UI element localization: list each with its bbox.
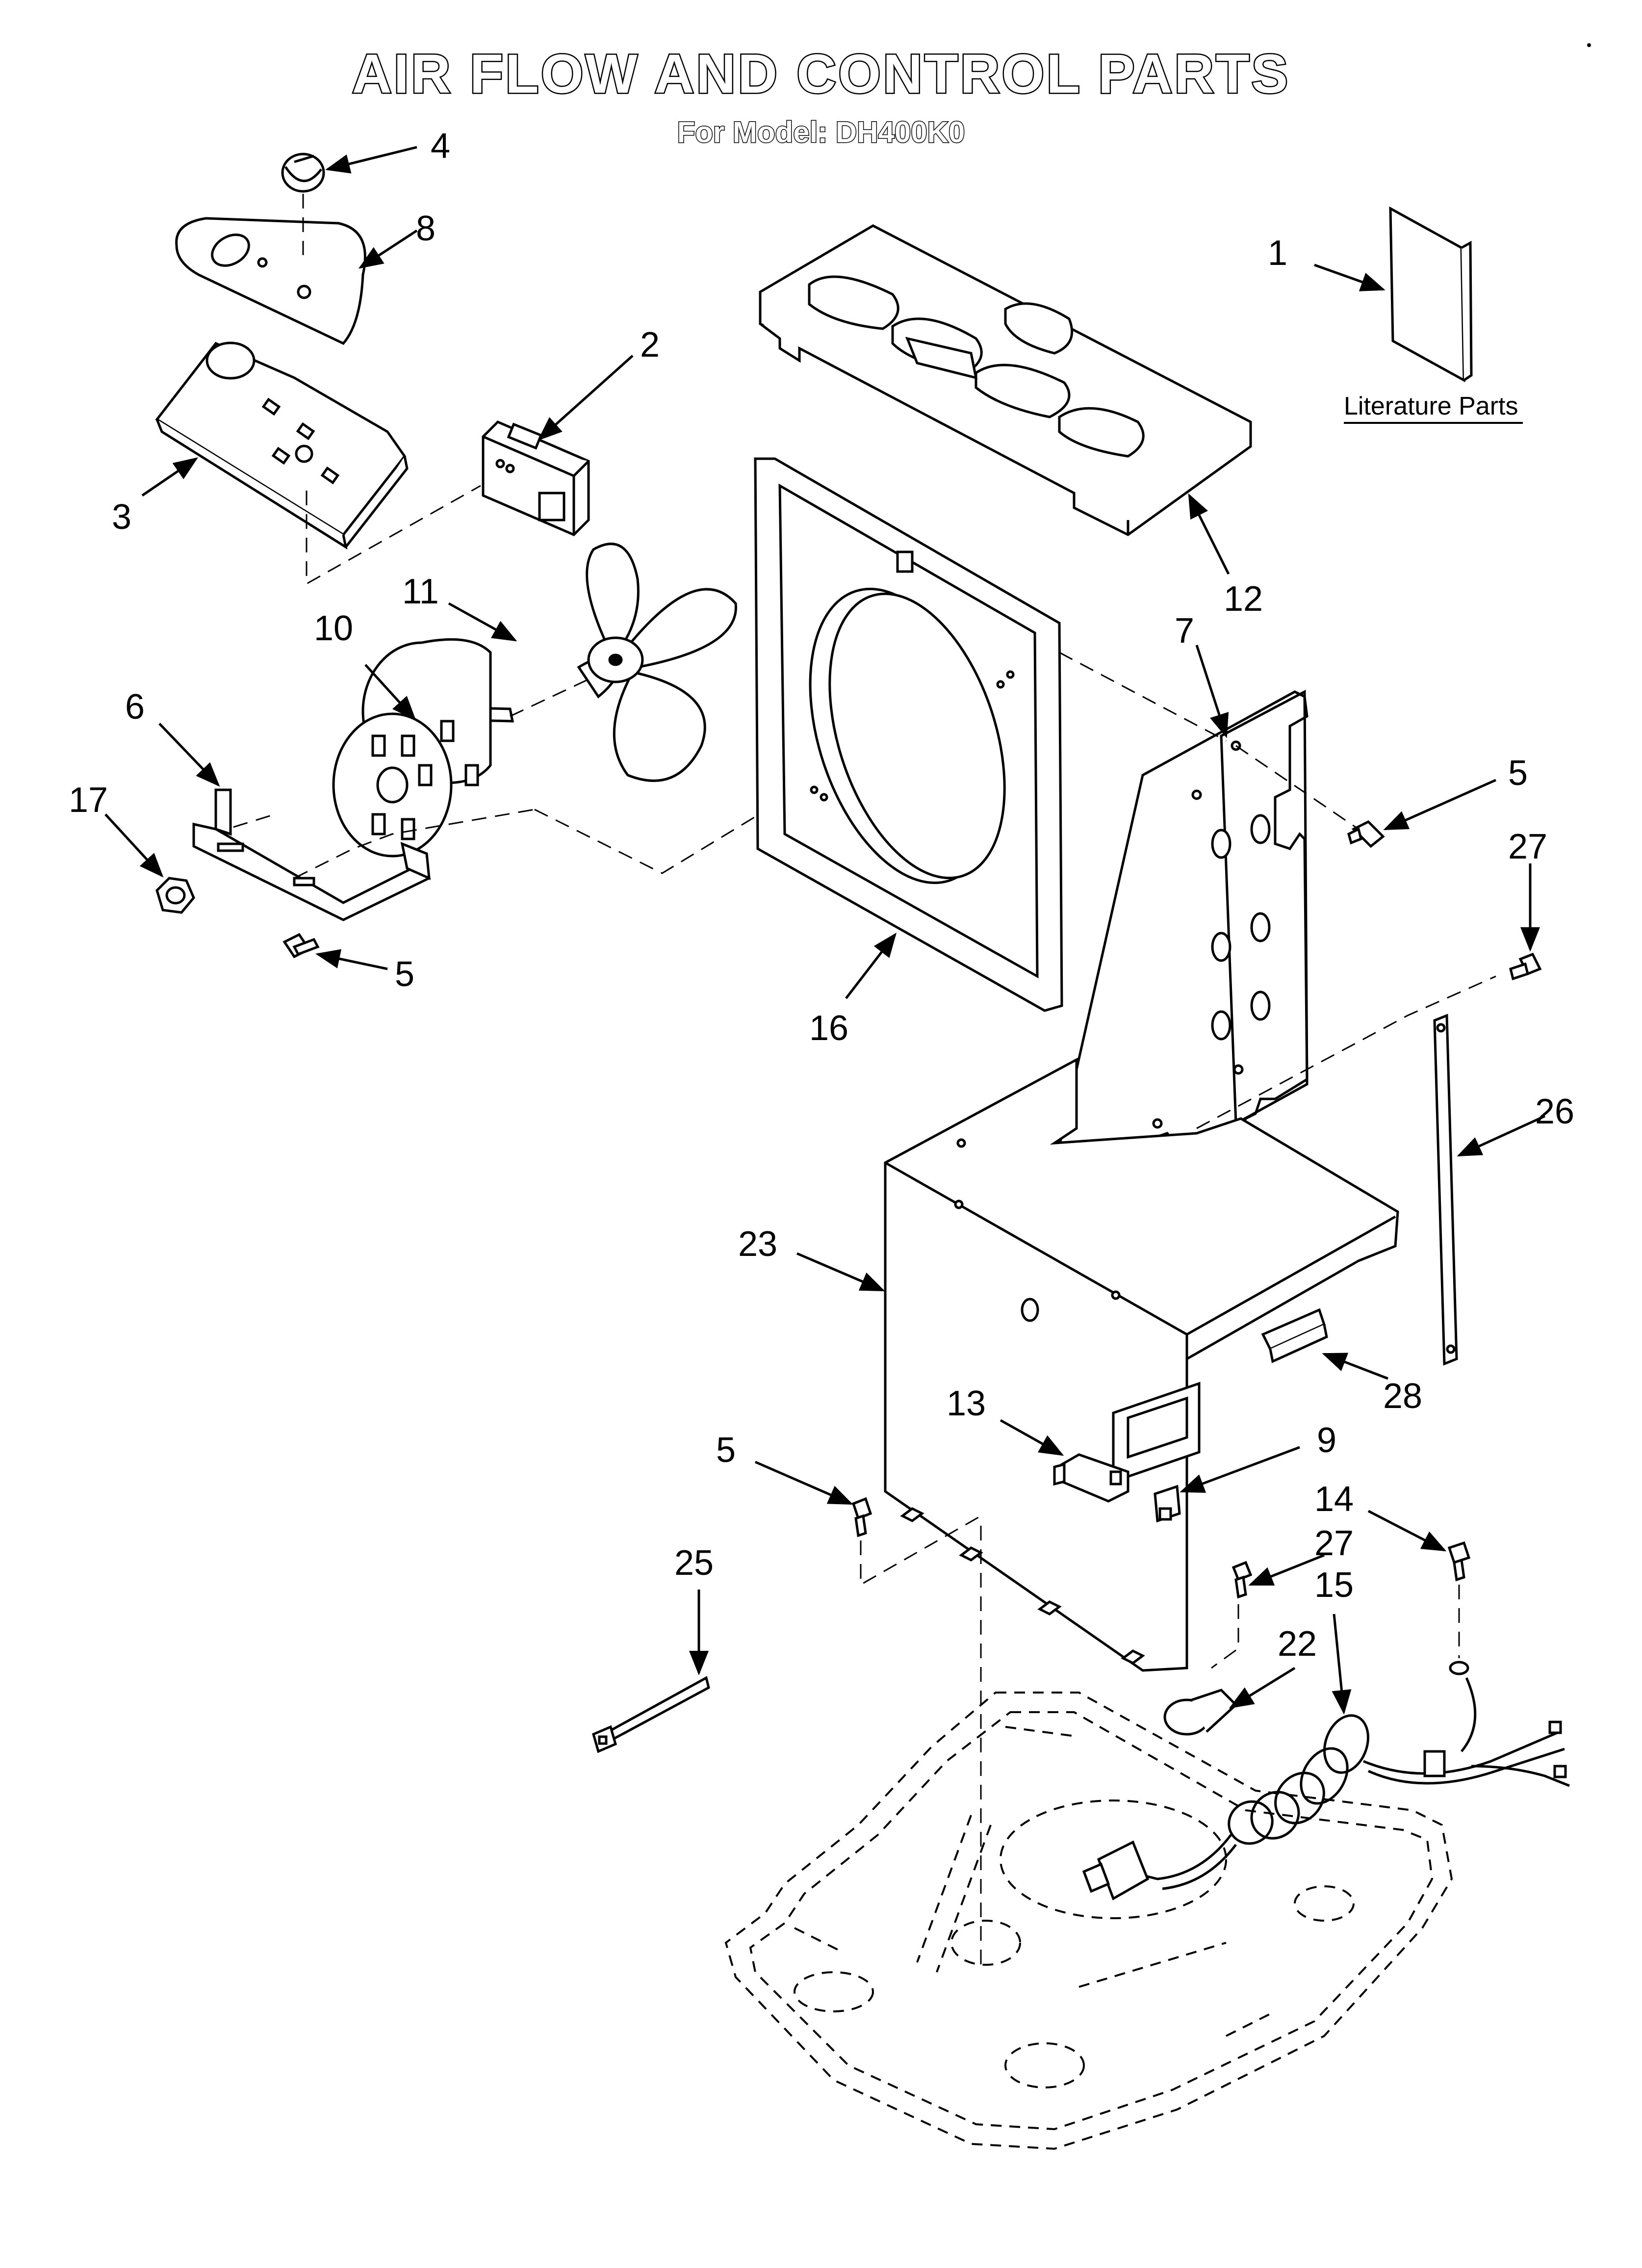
callout-1: 1 bbox=[1268, 234, 1287, 273]
overlay-panel-part bbox=[175, 217, 366, 345]
callout-15: 15 bbox=[1314, 1565, 1354, 1605]
strip-part bbox=[1433, 1014, 1458, 1366]
orifice-frame-part bbox=[754, 457, 1063, 1012]
switch-part bbox=[482, 420, 590, 536]
callout-17: 17 bbox=[69, 781, 108, 820]
screw-part-27-lower bbox=[1232, 1561, 1253, 1599]
callout-27-right: 27 bbox=[1508, 827, 1547, 866]
base-pan-phantom bbox=[724, 1692, 1453, 2150]
corner-mark bbox=[1587, 43, 1591, 47]
leader-arrows bbox=[104, 146, 1546, 1715]
callout-12: 12 bbox=[1224, 579, 1263, 619]
housing-part bbox=[884, 1057, 1399, 1672]
knob-part bbox=[281, 153, 325, 193]
bushing-part bbox=[1163, 1689, 1238, 1736]
callout-5-right: 5 bbox=[1508, 754, 1528, 793]
clip-part bbox=[1154, 1485, 1181, 1523]
callout-13: 13 bbox=[947, 1384, 986, 1423]
screw-part-right bbox=[1347, 820, 1385, 848]
screw-part-14 bbox=[1447, 1541, 1471, 1675]
control-panel-part bbox=[155, 341, 409, 550]
motor-bracket-part bbox=[192, 788, 431, 921]
fan-blade-part bbox=[577, 543, 737, 782]
callout-6: 6 bbox=[125, 687, 145, 727]
control-switch-part bbox=[1053, 1453, 1129, 1503]
callout-7: 7 bbox=[1175, 611, 1194, 651]
alignment-lines-upper-left bbox=[302, 194, 481, 585]
literature-book-part bbox=[1389, 206, 1473, 383]
literature-parts-label: Literature Parts bbox=[1344, 392, 1518, 420]
callout-23: 23 bbox=[738, 1225, 777, 1264]
callout-9: 9 bbox=[1317, 1421, 1336, 1460]
callout-25: 25 bbox=[674, 1543, 714, 1583]
callout-26: 26 bbox=[1535, 1092, 1574, 1131]
callout-5-lower: 5 bbox=[716, 1431, 736, 1470]
callout-5-left: 5 bbox=[395, 955, 414, 994]
alignment-lines-lower bbox=[860, 1515, 1460, 1972]
power-cord-part bbox=[1082, 1677, 1570, 1901]
grommet-part bbox=[1261, 1308, 1328, 1363]
callout-2: 2 bbox=[640, 325, 660, 365]
callout-11: 11 bbox=[402, 572, 439, 611]
page-title: AIR FLOW AND CONTROL PARTS bbox=[351, 43, 1290, 104]
callout-14: 14 bbox=[1314, 1480, 1354, 1519]
hex-nut-part bbox=[155, 877, 195, 914]
callout-labels: 4 8 2 3 1 12 11 10 7 6 17 5 27 5 16 26 2… bbox=[69, 127, 1574, 1664]
motor-part bbox=[332, 638, 514, 858]
callout-27-lower: 27 bbox=[1314, 1524, 1354, 1563]
callout-3: 3 bbox=[112, 497, 131, 537]
screw-part-lower-left bbox=[282, 933, 320, 959]
screw-part-27-right bbox=[1509, 952, 1542, 981]
callout-28: 28 bbox=[1383, 1377, 1422, 1416]
callout-16: 16 bbox=[809, 1009, 848, 1048]
callout-22: 22 bbox=[1278, 1624, 1317, 1664]
top-grille-part bbox=[759, 224, 1252, 536]
cable-tie-part bbox=[591, 1676, 710, 1753]
callout-10: 10 bbox=[314, 609, 353, 648]
screw-part-lower bbox=[851, 1497, 872, 1538]
model-subtitle: For Model: DH400K0 bbox=[676, 116, 966, 149]
callout-8: 8 bbox=[416, 209, 436, 248]
callout-4: 4 bbox=[431, 127, 450, 166]
partition-plate-part bbox=[1053, 689, 1308, 1189]
